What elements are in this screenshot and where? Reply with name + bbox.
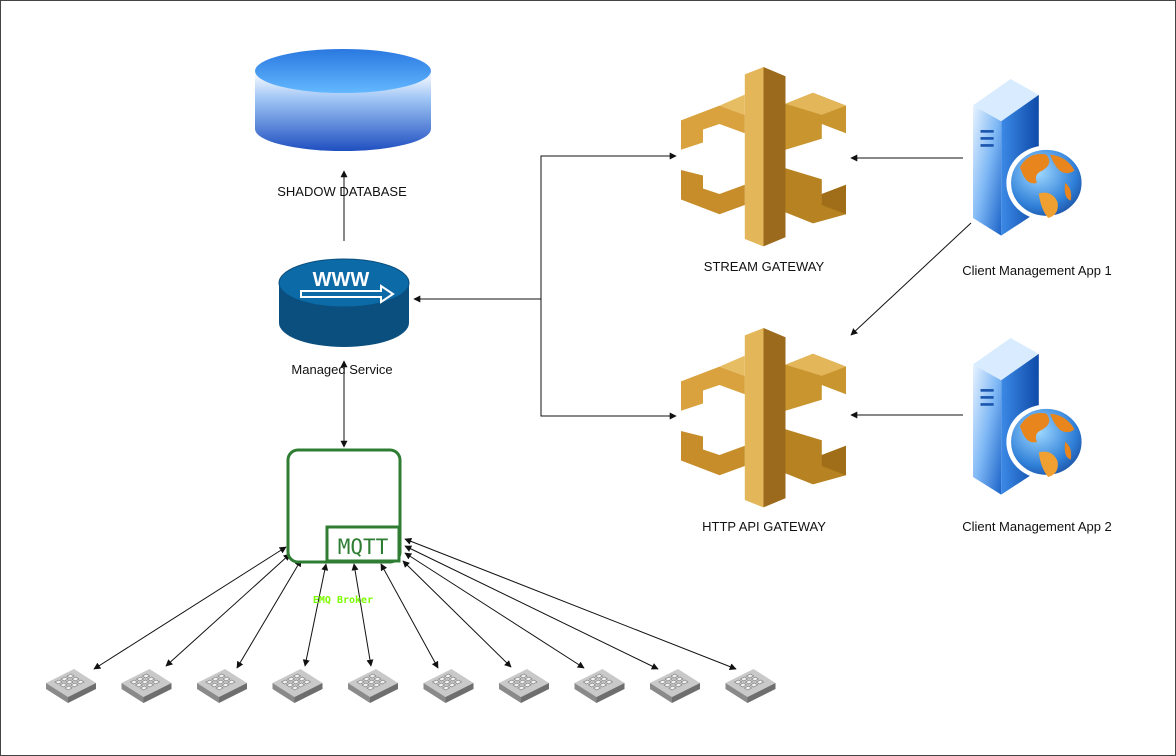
http-api-gateway-label: HTTP API GATEWAY (702, 519, 826, 534)
emq-broker-label: EMQ Broker (312, 595, 374, 606)
shadow-database-label: SHADOW DATABASE (277, 184, 407, 199)
web-server-globe-icon (973, 79, 1084, 236)
svg-text:WWW: WWW (313, 269, 370, 291)
keypad-device-icon (423, 668, 474, 704)
device-connectors (93, 538, 737, 670)
keypad-device-icon (45, 668, 97, 704)
device-link-6 (380, 563, 439, 669)
device-link-10 (404, 538, 737, 670)
keypad-device-icon (574, 668, 625, 704)
api-gateway-icon (681, 328, 846, 508)
keypad-device-icon (498, 668, 550, 704)
device-link-3 (236, 559, 302, 669)
client-app-1-label: Client Management App 1 (962, 263, 1112, 278)
device-link-9 (404, 545, 659, 670)
keypad-device-icon (347, 668, 399, 704)
keypad-device-icon (725, 668, 776, 704)
keypad-device-icon (196, 668, 248, 704)
gateway-bracket-connector (540, 152, 677, 420)
client1-to-http-arrow (850, 222, 972, 336)
client-app-2-label: Client Management App 2 (962, 519, 1112, 534)
mqtt-broker-box: MQTT (286, 448, 402, 564)
device-link-1 (93, 546, 287, 670)
mqtt-label: MQTT (338, 535, 389, 559)
keypad-device-icon (649, 668, 701, 704)
stream-gateway-label: STREAM GATEWAY (703, 259, 825, 274)
device-link-7 (402, 560, 512, 668)
managed-service-label: Managed Service (291, 362, 393, 377)
device-link-5 (351, 563, 374, 667)
device-link-4 (302, 563, 329, 667)
device-row (45, 668, 776, 704)
web-server-globe-icon (973, 338, 1084, 495)
api-gateway-icon (681, 67, 846, 247)
database-cylinder-icon (255, 49, 431, 151)
keypad-device-icon (272, 668, 323, 704)
www-router-icon: WWW (278, 258, 410, 347)
keypad-device-icon (121, 668, 172, 704)
